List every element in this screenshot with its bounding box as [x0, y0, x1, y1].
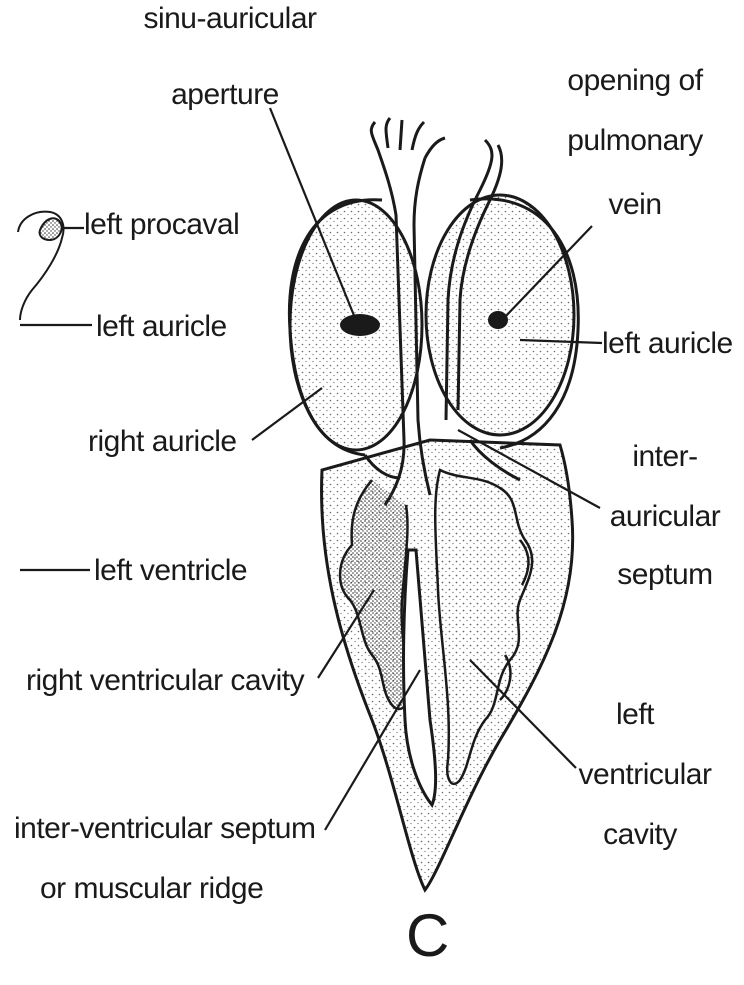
key-procaval-icon	[40, 218, 62, 240]
label-interauricular-2: auricular	[600, 500, 730, 534]
label-pulmonary: pulmonary	[560, 124, 710, 158]
label-left-auricle: left auricle	[602, 327, 733, 361]
label-sinu-auricular: sinu-auricular	[130, 2, 330, 36]
label-left-procaval: left procaval	[84, 208, 239, 242]
label-pulmonary-opening: opening of	[560, 64, 710, 98]
label-right-ventricular-cavity: right ventricular cavity	[26, 664, 304, 698]
label-pulmonary-vein: vein	[590, 188, 680, 222]
label-right-auricle: right auricle	[88, 425, 237, 459]
label-left-ventricular-cavity: cavity	[580, 818, 700, 852]
figure-letter: C	[406, 906, 449, 966]
label-interauricular-septum: septum	[600, 558, 730, 592]
label-left-ventricular-2: ventricular	[570, 758, 720, 792]
label-left-ventricular: left	[590, 698, 680, 732]
label-left-auricle-key: left auricle	[96, 310, 227, 344]
sinu-auricular-aperture-shape	[340, 314, 380, 336]
label-sinu-auricular-aperture: aperture	[140, 78, 310, 112]
label-interventricular-septum: inter-ventricular septum	[14, 812, 315, 846]
label-interauricular: inter-	[610, 440, 720, 474]
label-muscular-ridge: or muscular ridge	[40, 872, 263, 906]
pulmonary-vein-opening-shape	[488, 311, 508, 329]
label-left-ventricle-key: left ventricle	[94, 554, 247, 588]
